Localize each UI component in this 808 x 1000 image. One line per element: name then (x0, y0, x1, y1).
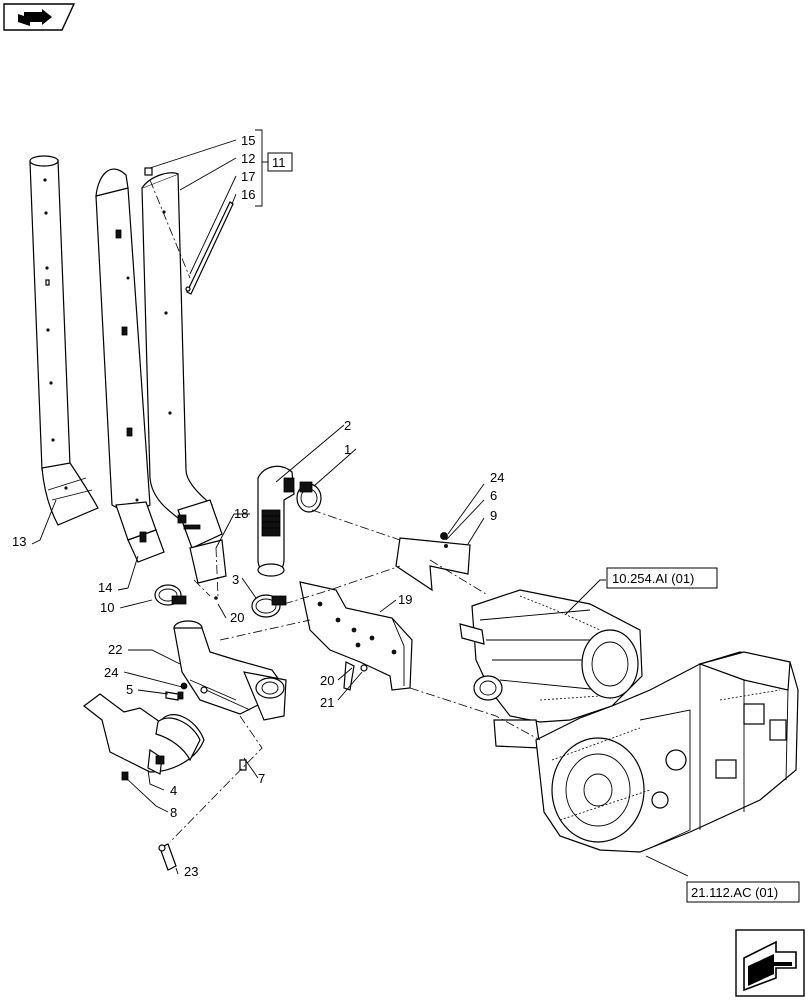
callout-1: 1 (344, 442, 351, 457)
exhaust-pipe-14 (95, 168, 165, 563)
bracket-19 (299, 581, 413, 691)
heat-shield-9 (395, 537, 471, 592)
engine-assembly (459, 589, 643, 749)
next-page-arrow-icon[interactable] (735, 929, 805, 997)
callout-box-11 (267, 152, 293, 172)
callout-13: 13 (12, 534, 26, 549)
exhaust-pipe-12 (141, 172, 223, 549)
callout-5: 5 (126, 682, 133, 697)
callout-10: 10 (100, 600, 114, 615)
callout-4: 4 (170, 783, 177, 798)
heat-shield-4 (83, 693, 205, 775)
ref-box-transmission[interactable] (686, 881, 800, 903)
clamp-1 (296, 481, 322, 513)
callout-19: 19 (398, 592, 412, 607)
bolt-5 (165, 691, 184, 701)
callout-23: 23 (184, 864, 198, 879)
exhaust-pipe-13 (29, 155, 99, 526)
callout-24-left: 24 (104, 665, 118, 680)
callout-7: 7 (258, 771, 265, 786)
ref-label-engine[interactable]: 10.254.AI (01) (612, 571, 694, 586)
callout-16: 16 (241, 187, 255, 202)
bolt-20 (343, 661, 368, 691)
callout-2: 2 (344, 418, 351, 433)
callout-9: 9 (490, 508, 497, 523)
callout-20-mid: 20 (320, 673, 334, 688)
ref-box-engine[interactable] (606, 567, 718, 589)
callout-15: 15 (241, 133, 255, 148)
callout-22: 22 (108, 642, 122, 657)
callout-14: 14 (98, 580, 112, 595)
flex-pipe-2 (257, 465, 295, 577)
bolt-8 (121, 771, 129, 781)
nut-24-b (440, 532, 448, 540)
clamp-10 (154, 584, 187, 606)
callout-6: 6 (490, 488, 497, 503)
bolt-7 (239, 759, 247, 771)
nut-24 (180, 682, 188, 690)
book-arrow-icon[interactable] (3, 3, 76, 31)
callout-17: 17 (241, 169, 255, 184)
callout-3: 3 (232, 572, 239, 587)
callout-11: 11 (272, 155, 286, 170)
callout-21: 21 (320, 695, 334, 710)
callout-8: 8 (170, 805, 177, 820)
elbow-pipe-22 (173, 620, 287, 721)
callout-12: 12 (241, 151, 255, 166)
callout-18: 18 (234, 506, 248, 521)
heat-shield-18 (189, 539, 227, 600)
ref-label-transmission[interactable]: 21.112.AC (01) (691, 885, 778, 900)
callout-20-top: 20 (230, 610, 244, 625)
support-rod-16 (185, 201, 234, 295)
clamp-3 (251, 594, 287, 618)
transmission-assembly (535, 651, 799, 853)
bolt-15 (144, 167, 153, 176)
callout-24-top: 24 (490, 470, 504, 485)
bolt-23 (158, 843, 177, 871)
